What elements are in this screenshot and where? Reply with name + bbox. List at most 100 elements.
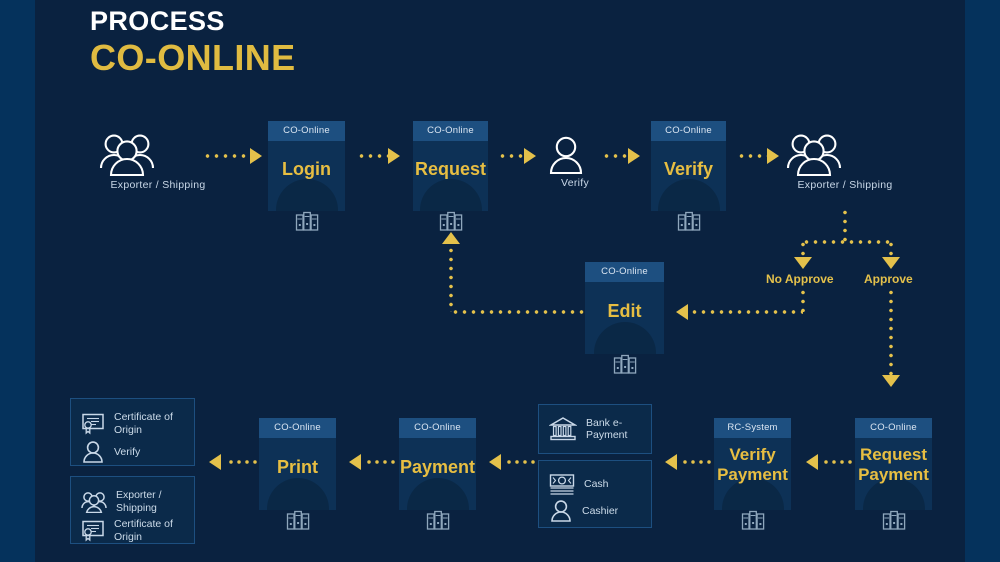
card-verify-payment[interactable]: RC-System Verify Payment bbox=[714, 418, 791, 530]
connector-login-to-request bbox=[357, 154, 390, 158]
card-label: Verify Payment bbox=[717, 445, 788, 485]
card-label: Request Payment bbox=[858, 445, 929, 485]
connector-request-to-verify-person bbox=[498, 154, 526, 158]
branch-crossbar bbox=[802, 240, 894, 244]
right-accent-band bbox=[965, 0, 1000, 562]
list-item: Verify bbox=[81, 440, 184, 464]
branch-leg-no-approve bbox=[801, 240, 805, 260]
card-request-payment[interactable]: CO-Online Request Payment bbox=[855, 418, 932, 530]
list-item-label: Exporter / Shipping bbox=[116, 489, 162, 514]
list-item: Bank e-Payment bbox=[549, 416, 641, 442]
connector-verifypayment-to-methods bbox=[681, 460, 712, 464]
list-item-label: Certificate of Origin bbox=[114, 411, 173, 436]
connector-methods-to-payment bbox=[505, 460, 536, 464]
card-body: Payment bbox=[399, 438, 476, 510]
server-icon bbox=[612, 352, 638, 378]
arrow-head-right bbox=[388, 148, 400, 164]
branch-label-approve: Approve bbox=[864, 272, 913, 286]
card-print[interactable]: CO-Online Print bbox=[259, 418, 336, 530]
arrow-head-left bbox=[806, 454, 818, 470]
box-cash-cashier: Cash Cashier bbox=[538, 460, 652, 528]
certificate-icon bbox=[81, 412, 105, 436]
card-header: RC-System bbox=[714, 418, 791, 438]
list-item-label: Certificate of Origin bbox=[114, 518, 173, 543]
people-group-icon bbox=[98, 132, 218, 176]
server-icon bbox=[285, 508, 311, 534]
node-caption: Verify bbox=[560, 177, 590, 189]
card-arc bbox=[593, 322, 656, 354]
card-arc bbox=[266, 478, 329, 510]
card-edit[interactable]: CO-Online Edit bbox=[585, 262, 664, 374]
people-group-icon bbox=[785, 132, 905, 176]
card-label: Login bbox=[282, 159, 331, 179]
box-certificate-verify: Certificate of Origin Verify bbox=[70, 398, 195, 466]
card-body: Print bbox=[259, 438, 336, 510]
list-item: Cash bbox=[549, 473, 641, 495]
banknote-icon bbox=[549, 473, 575, 495]
connector-print-to-results bbox=[227, 460, 258, 464]
bank-icon bbox=[549, 416, 577, 442]
list-item-label: Bank e-Payment bbox=[586, 416, 628, 442]
connector-verify-person-to-verify bbox=[602, 154, 630, 158]
server-icon bbox=[740, 508, 766, 534]
list-item: Certificate of Origin bbox=[81, 518, 184, 543]
connector-payment-to-print bbox=[365, 460, 396, 464]
list-item-label: Cashier bbox=[582, 504, 619, 517]
card-body: Request Payment bbox=[855, 438, 932, 510]
left-accent-band bbox=[0, 0, 35, 562]
person-icon bbox=[81, 440, 105, 464]
card-label-line-2: Payment bbox=[717, 465, 788, 484]
connector-approve-down bbox=[889, 288, 893, 378]
arrow-head-down bbox=[794, 257, 812, 269]
arrow-head-down bbox=[882, 375, 900, 387]
people-group-icon bbox=[81, 491, 107, 513]
arrow-head-left bbox=[209, 454, 221, 470]
card-body: Verify Payment bbox=[714, 438, 791, 510]
card-label: Payment bbox=[399, 457, 476, 477]
arrow-head-right bbox=[524, 148, 536, 164]
title-line-2: CO-ONLINE bbox=[90, 37, 296, 78]
list-item-label: Cash bbox=[584, 477, 609, 490]
arrow-head-left bbox=[349, 454, 361, 470]
card-body: Edit bbox=[585, 282, 664, 354]
server-icon bbox=[425, 508, 451, 534]
node-verify-person: Verify bbox=[548, 136, 602, 189]
arrow-head-left bbox=[489, 454, 501, 470]
arrow-head-right bbox=[767, 148, 779, 164]
page-title: PROCESS CO-ONLINE bbox=[90, 6, 296, 78]
server-icon bbox=[881, 508, 907, 534]
node-exporter-shipping-start: Exporter / Shipping bbox=[98, 132, 218, 191]
person-icon bbox=[549, 499, 573, 523]
card-body: Verify bbox=[651, 141, 726, 211]
connector-requestpayment-to-verifypayment bbox=[822, 460, 853, 464]
card-payment[interactable]: CO-Online Payment bbox=[399, 418, 476, 530]
arrow-head-up bbox=[442, 232, 460, 244]
list-item: Cashier bbox=[549, 499, 641, 523]
box-bank-epayment: Bank e-Payment bbox=[538, 404, 652, 454]
arrow-head-right bbox=[250, 148, 262, 164]
list-item: Certificate of Origin bbox=[81, 411, 184, 436]
list-item-label: Verify bbox=[114, 445, 141, 458]
card-body: Login bbox=[268, 141, 345, 211]
arrow-head-left bbox=[676, 304, 688, 320]
connector-verify-to-exporter-end bbox=[737, 154, 769, 158]
arrow-head-right bbox=[628, 148, 640, 164]
card-header: CO-Online bbox=[855, 418, 932, 438]
list-item: Exporter / Shipping bbox=[81, 489, 184, 514]
card-verify[interactable]: CO-Online Verify bbox=[651, 121, 726, 231]
card-header: CO-Online bbox=[651, 121, 726, 141]
card-login[interactable]: CO-Online Login bbox=[268, 121, 345, 231]
card-label-line-1: Request bbox=[859, 445, 928, 464]
branch-leg-approve bbox=[889, 240, 893, 260]
server-icon bbox=[438, 209, 464, 235]
arrow-head-down bbox=[882, 257, 900, 269]
card-header: CO-Online bbox=[268, 121, 345, 141]
connector-no-approve-to-edit bbox=[690, 310, 803, 314]
card-body: Request bbox=[413, 141, 488, 211]
certificate-icon bbox=[81, 519, 105, 543]
connector-edit-to-request-h bbox=[451, 310, 585, 314]
connector-edit-to-request-v bbox=[449, 246, 453, 312]
connector-no-approve-down bbox=[801, 288, 805, 312]
card-request[interactable]: CO-Online Request bbox=[413, 121, 488, 231]
